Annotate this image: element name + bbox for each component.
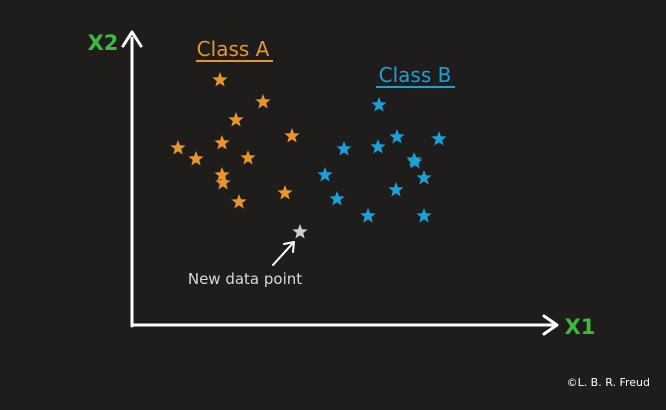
class-a-star-1 (212, 72, 228, 87)
class-b-star-3 (389, 129, 405, 144)
class-b-star-13 (360, 208, 376, 223)
class-b-star-5 (370, 139, 386, 154)
y-axis-arrowhead (121, 30, 143, 48)
class-a-star-8 (231, 194, 247, 209)
y-axis-label: X2 (88, 31, 119, 55)
class-a-star-2 (255, 94, 271, 109)
class-b-star-1 (371, 97, 387, 112)
class-a-star-4 (170, 140, 186, 155)
class-a-star-3 (228, 112, 244, 127)
class-a-star-9 (214, 167, 230, 182)
class-b-star-4 (431, 131, 447, 146)
class-a-star-10 (240, 150, 256, 165)
class-a-label: Class A (197, 37, 270, 61)
class-b-star-2 (336, 141, 352, 156)
new-point-label: New data point (188, 270, 302, 288)
class-b-label: Class B (379, 63, 452, 87)
class-b-star-7 (317, 167, 333, 182)
credit-text: ©L. B. R. Freud (567, 376, 650, 389)
class-a-star-11 (215, 175, 231, 190)
class-b-star-8 (329, 191, 345, 206)
annotation-arrow-shaft (272, 242, 294, 266)
annotation-arrowhead (283, 241, 295, 253)
x-axis-label: X1 (565, 315, 596, 339)
class-a-star-5 (188, 151, 204, 166)
data-points (170, 72, 447, 239)
class-b-star-14 (416, 208, 432, 223)
class-a-star-7 (284, 128, 300, 143)
x-axis-arrowhead (542, 314, 559, 336)
new-data-point-star-1 (292, 224, 308, 239)
class-b-star-12 (406, 152, 422, 167)
axes (121, 30, 559, 336)
class-b-star-10 (416, 170, 432, 185)
class-a-star-6 (214, 135, 230, 150)
class-a-star-12 (277, 185, 293, 200)
class-b-star-11 (388, 182, 404, 197)
